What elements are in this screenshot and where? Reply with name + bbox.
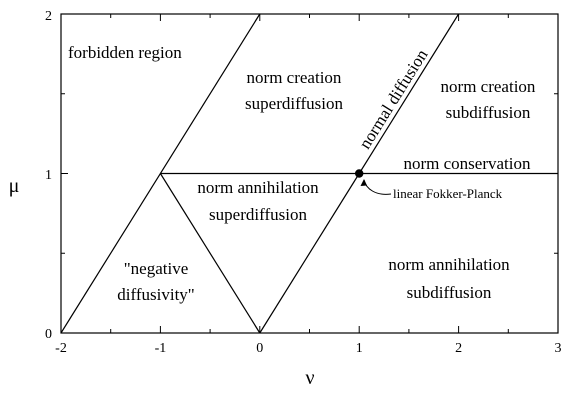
x-tick-label: 2 [455, 341, 462, 356]
region-label-normal-diffusion: normal diffusion [355, 46, 432, 153]
region-label-creation-sub-2: subdiffusion [446, 103, 531, 122]
x-tick-label: 1 [356, 341, 363, 356]
y-tick-label: 0 [45, 327, 52, 342]
region-label-annihilation-super-1: norm annihilation [197, 178, 319, 197]
x-axis-label: ν [305, 367, 314, 389]
boundary-line [358, 13, 460, 174]
region-label-annihilation-super-2: superdiffusion [209, 205, 307, 224]
x-tick-label: -2 [55, 341, 67, 356]
boundary-line [259, 173, 360, 334]
boundary-lines [60, 13, 558, 334]
y-tick-label: 1 [45, 168, 52, 183]
region-label-creation-super-1: norm creation [247, 68, 342, 87]
axis-ticks [60, 13, 559, 334]
fokker-planck-pointer [363, 179, 392, 195]
region-label-norm-conservation: norm conservation [404, 154, 531, 173]
boundary-line [159, 173, 261, 334]
region-label-negative-2: diffusivity" [117, 285, 194, 304]
region-label-negative-1: "negative [124, 259, 189, 278]
region-label-annihilation-sub-2: subdiffusion [407, 283, 492, 302]
y-tick-label: 2 [45, 9, 52, 24]
fokker-planck-label: linear Fokker-Planck [393, 186, 503, 201]
x-tick-label: 3 [555, 341, 562, 356]
fokker-planck-point [355, 169, 364, 178]
region-label-creation-sub-1: norm creation [441, 77, 536, 96]
x-tick-label: 0 [256, 341, 263, 356]
fokker-planck-arrowhead [360, 179, 367, 186]
region-label-forbidden: forbidden region [68, 43, 182, 62]
region-label-annihilation-sub-1: norm annihilation [388, 255, 510, 274]
x-tick-label: -1 [155, 341, 167, 356]
region-label-creation-super-2: superdiffusion [245, 94, 343, 113]
y-axis-label: μ [9, 175, 20, 197]
